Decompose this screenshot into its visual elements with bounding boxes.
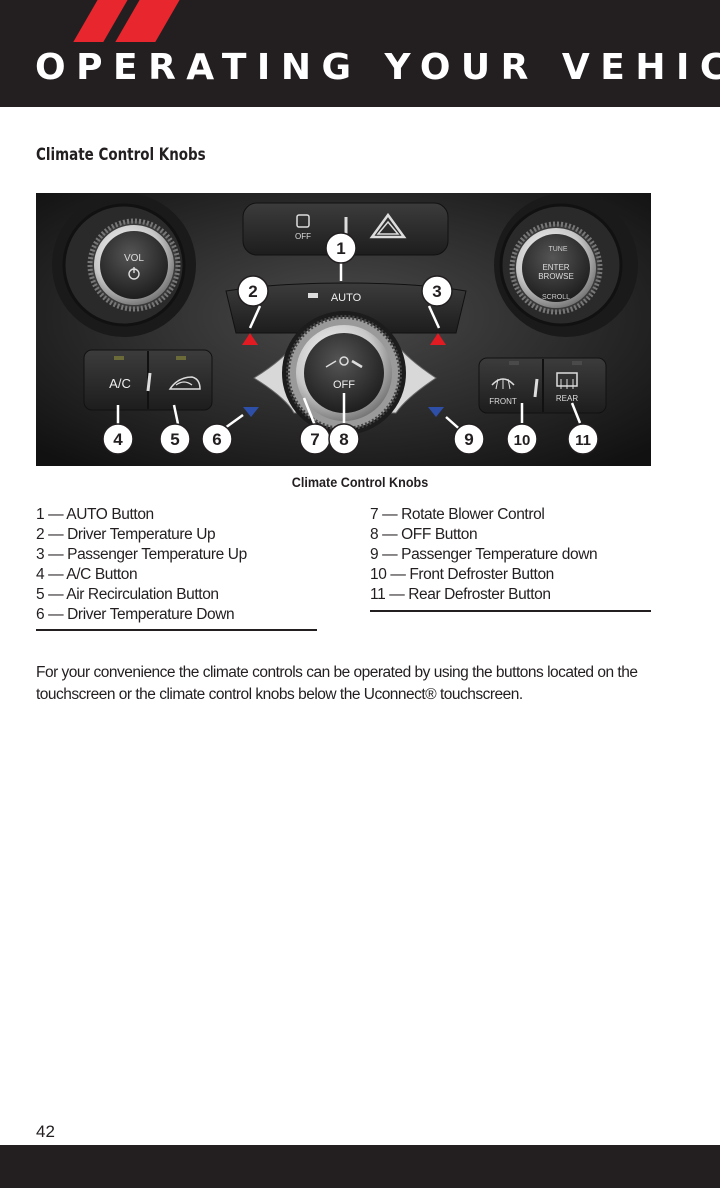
driver-temp-up-arrow [242, 333, 258, 345]
svg-text:9: 9 [464, 430, 473, 449]
ac-label: A/C [109, 376, 131, 391]
callout-4: 4 [102, 423, 134, 455]
legend-right: 7 — Rotate Blower Control 8 — OFF Button… [370, 505, 651, 612]
svg-text:1: 1 [336, 239, 345, 258]
svg-text:10: 10 [514, 432, 531, 449]
traction-off-label: OFF [295, 232, 311, 241]
svg-text:5: 5 [170, 430, 179, 449]
brand-stripe [115, 0, 181, 42]
figure-caption: Climate Control Knobs [291, 474, 429, 490]
legend-item: 5 — Air Recirculation Button [36, 586, 219, 603]
callout-7: 7 [299, 423, 331, 455]
svg-text:2: 2 [248, 282, 257, 301]
climate-control-photo: OFF VOL TUNE ENTER BROWSE SCROLL AUTO A/… [36, 193, 651, 466]
browse-label: BROWSE [538, 272, 574, 281]
svg-text:8: 8 [339, 430, 348, 449]
legend-item: 6 — Driver Temperature Down [36, 606, 235, 623]
passenger-temp-down-arrow [428, 407, 444, 417]
callout-6: 6 [201, 423, 233, 455]
legend-item: 9 — Passenger Temperature down [370, 546, 598, 563]
svg-text:7: 7 [310, 430, 319, 449]
legend-item: 10 — Front Defroster Button [370, 566, 554, 583]
driver-temp-down-arrow [243, 407, 259, 417]
callout-3: 3 [421, 275, 453, 307]
callout-8: 8 [328, 423, 360, 455]
enter-label: ENTER [542, 263, 569, 272]
passenger-temp-up-arrow [430, 333, 446, 345]
auto-label: AUTO [331, 292, 362, 304]
header-title: OPERATING YOUR VEHICLE [35, 47, 720, 88]
legend-left: 1 — AUTO Button 2 — Driver Temperature U… [36, 505, 317, 631]
off-label: OFF [333, 379, 355, 391]
rear-label: REAR [556, 394, 578, 403]
legend-item: 11 — Rear Defroster Button [370, 586, 551, 603]
svg-text:4: 4 [113, 430, 123, 449]
callout-5: 5 [159, 423, 191, 455]
scroll-label: SCROLL [542, 294, 570, 301]
legend-item: 2 — Driver Temperature Up [36, 526, 216, 543]
body-paragraph: For your convenience the climate control… [36, 664, 638, 703]
legend-item: 3 — Passenger Temperature Up [36, 546, 247, 563]
section-heading: Climate Control Knobs [36, 145, 206, 165]
callout-10: 10 [506, 423, 538, 455]
callout-9: 9 [453, 423, 485, 455]
svg-text:6: 6 [212, 430, 221, 449]
page-footer-bar [0, 1145, 720, 1188]
vol-label: VOL [124, 253, 144, 264]
page-number: 42 [36, 1122, 55, 1141]
callout-1: 1 [325, 232, 357, 264]
page-header: OPERATING YOUR VEHICLE [0, 0, 720, 107]
legend-item: 7 — Rotate Blower Control [370, 506, 545, 523]
legend-item: 1 — AUTO Button [36, 506, 154, 523]
callout-2: 2 [237, 275, 269, 307]
legend-item: 8 — OFF Button [370, 526, 478, 543]
front-label: FRONT [489, 397, 517, 406]
svg-text:3: 3 [432, 282, 441, 301]
legend-item: 4 — A/C Button [36, 566, 138, 583]
svg-text:11: 11 [575, 432, 591, 449]
callout-11: 11 [567, 423, 599, 455]
tune-label: TUNE [548, 246, 567, 253]
